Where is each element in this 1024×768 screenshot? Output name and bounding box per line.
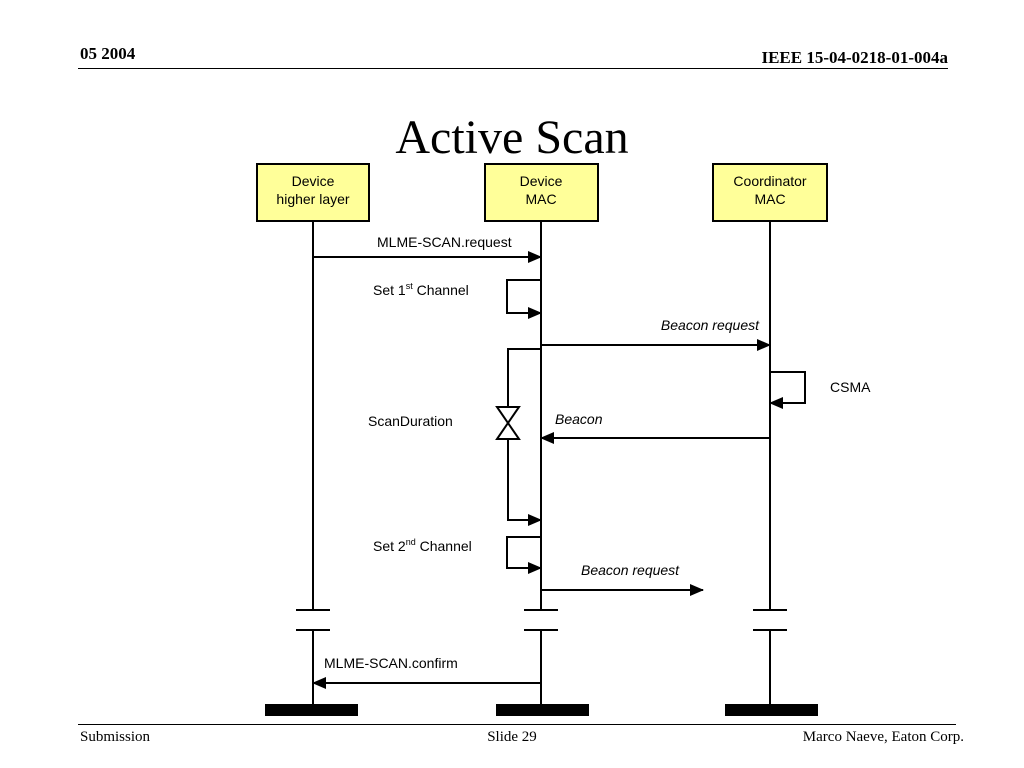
lifeline-end-bar: [725, 704, 818, 716]
self-loop-set-channel-1: Set 1st Channel: [373, 279, 542, 319]
entity-label-line1: Device: [292, 173, 335, 189]
footer-rule: [78, 724, 956, 725]
header-date: 05 2004: [80, 44, 136, 63]
entity-device-higher-layer: Device higher layer: [256, 163, 370, 222]
self-loop-set-channel-2: Set 2nd Channel: [373, 536, 542, 574]
message-beacon: Beacon: [540, 411, 770, 444]
lifeline-end-bar: [265, 704, 358, 716]
footer-slide-number: Slide 29: [487, 729, 537, 745]
entity-label-line2: MAC: [525, 191, 556, 207]
timer-label: ScanDuration: [368, 413, 453, 429]
entity-coordinator-mac: Coordinator MAC: [712, 163, 828, 222]
slide-title: Active Scan: [395, 111, 629, 164]
lifeline-coordinator-mac: [753, 221, 787, 706]
message-scan-confirm: MLME-SCAN.confirm: [312, 655, 541, 689]
lifeline-end-bar: [496, 704, 589, 716]
scan-duration-timer: ScanDuration: [368, 348, 542, 526]
entity-label-line1: Device: [520, 173, 563, 189]
hourglass-icon: [495, 406, 521, 440]
entity-label-line1: Coordinator: [733, 173, 806, 189]
entity-label-line2: higher layer: [276, 191, 349, 207]
entity-device-mac: Device MAC: [484, 163, 599, 222]
message-label: MLME-SCAN.confirm: [324, 655, 458, 671]
message-label: Set 2nd Channel: [373, 537, 472, 554]
message-label: Beacon: [555, 411, 603, 427]
header-rule: [78, 68, 948, 69]
entity-label-line2: MAC: [754, 191, 785, 207]
message-label: Set 1st Channel: [373, 281, 469, 298]
lifeline-device-higher-layer: [296, 221, 330, 706]
message-label: Beacon request: [661, 317, 760, 333]
message-label: CSMA: [830, 379, 871, 395]
message-beacon-request-2: Beacon request: [541, 562, 704, 596]
message-label: Beacon request: [581, 562, 680, 578]
message-beacon-request-1: Beacon request: [541, 317, 771, 351]
message-label: MLME-SCAN.request: [377, 234, 512, 250]
self-loop-csma: CSMA: [769, 371, 871, 409]
header-doc-id: IEEE 15-04-0218-01-004a: [761, 48, 948, 67]
footer-submission: Submission: [80, 729, 151, 745]
lifeline-device-mac: [524, 221, 558, 706]
footer-author: Marco Naeve, Eaton Corp.: [802, 729, 964, 745]
message-scan-request: MLME-SCAN.request: [313, 234, 542, 263]
